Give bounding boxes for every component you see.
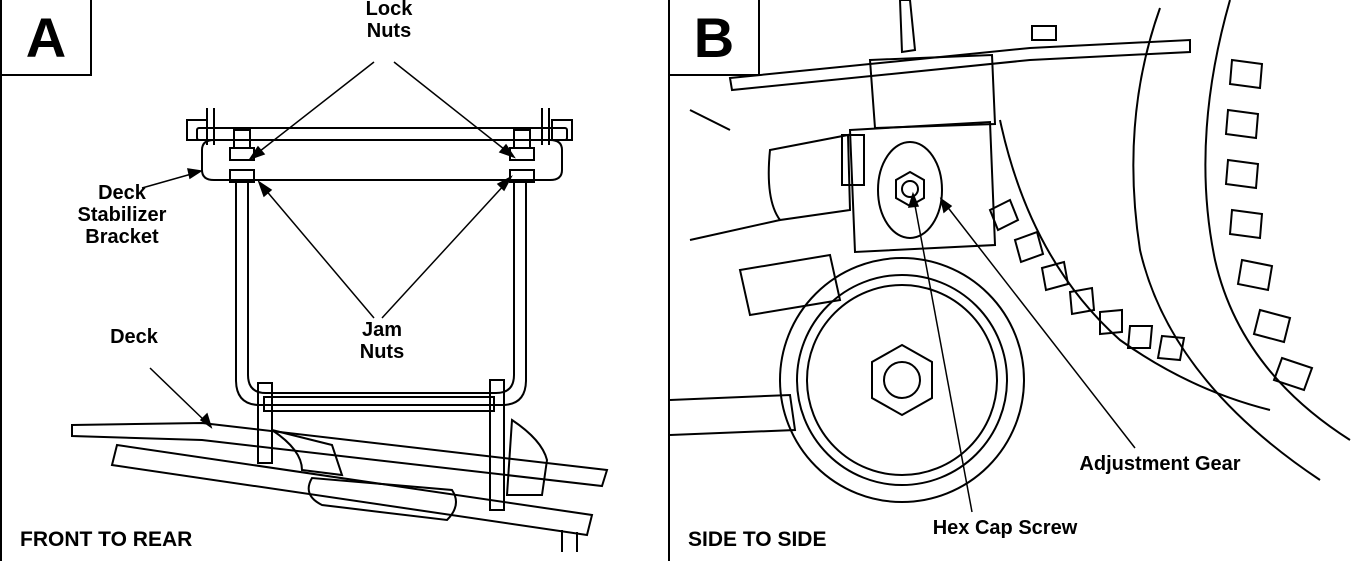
adjustment-gear-label: Adjustment Gear bbox=[1079, 453, 1241, 475]
hex-cap-screw bbox=[895, 170, 925, 208]
u-rod bbox=[235, 182, 527, 406]
deck-stabilizer-line1: Deck bbox=[98, 182, 146, 204]
panel-b-letter: B bbox=[670, 0, 760, 76]
deck-lower bbox=[110, 443, 594, 537]
side-to-side-drawing bbox=[670, 0, 1351, 503]
right-plate bbox=[489, 379, 505, 511]
wheel-hex-bolt bbox=[871, 343, 933, 417]
side-bracket bbox=[767, 133, 852, 222]
left-plate bbox=[257, 382, 273, 464]
adjuster-bracket bbox=[848, 120, 997, 254]
lock-nuts-label: Lock Nuts bbox=[347, 0, 431, 42]
jam-nuts-line2: Nuts bbox=[359, 341, 405, 363]
tire-inner bbox=[1132, 7, 1321, 481]
lower-rod bbox=[263, 396, 495, 412]
right-lock-nut bbox=[509, 147, 535, 161]
jam-nuts-label: Jam Nuts bbox=[346, 319, 418, 363]
top-bolt bbox=[1031, 25, 1057, 41]
lock-nuts-line1: Lock bbox=[365, 0, 413, 20]
deck-top bbox=[71, 421, 609, 488]
lock-nuts-line2: Nuts bbox=[366, 20, 412, 42]
deck-label: Deck bbox=[110, 326, 158, 348]
stabilizer-bracket bbox=[201, 139, 563, 181]
jam-nuts-line1: Jam bbox=[361, 319, 403, 341]
front-to-rear-drawing bbox=[71, 108, 609, 552]
right-bolt-head bbox=[551, 119, 573, 141]
adjustment-gear bbox=[877, 141, 943, 239]
hex-cap-screw-label: Hex Cap Screw bbox=[932, 517, 1078, 539]
deck-wheel bbox=[779, 257, 1025, 503]
left-lock-nut bbox=[229, 147, 255, 161]
panel-a-caption: FRONT TO REAR bbox=[20, 528, 193, 551]
panel-b-caption: SIDE TO SIDE bbox=[688, 528, 827, 551]
panel-b: B Adjustment Gear Hex Cap Screw SIDE TO … bbox=[668, 0, 1351, 561]
deck-slot bbox=[307, 476, 457, 522]
top-rail bbox=[728, 38, 1191, 92]
panel-a: A Lock Nuts Deck Stabilizer Bracket Deck… bbox=[0, 0, 668, 561]
left-jam-nut bbox=[229, 169, 255, 183]
upper-rod bbox=[196, 127, 568, 141]
panel-a-letter: A bbox=[2, 0, 92, 76]
deck-stabilizer-line2: Stabilizer bbox=[77, 204, 167, 226]
tire-outer bbox=[1204, 0, 1351, 441]
deck-stabilizer-bracket-label: Deck Stabilizer Bracket bbox=[62, 182, 182, 248]
deck-stabilizer-line3: Bracket bbox=[85, 226, 159, 248]
